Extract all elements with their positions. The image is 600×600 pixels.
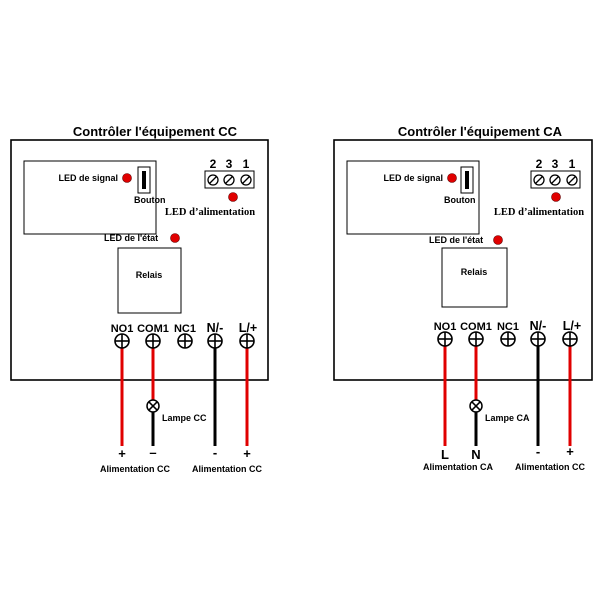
terminal-label-no1: NO1 xyxy=(434,321,457,333)
supply-right-label: Alimentation CC xyxy=(192,464,263,474)
led-power xyxy=(228,192,238,202)
led-power-label: LED d’alimentation xyxy=(494,207,584,218)
panel-dc: Contrôler l'équipement CC LED de signal … xyxy=(10,124,269,474)
led-signal xyxy=(122,173,132,183)
terminal-screw xyxy=(437,331,578,347)
terminal-label-l: L/+ xyxy=(563,319,581,333)
button-label: Bouton xyxy=(444,195,476,205)
led-state xyxy=(170,233,180,243)
sign-l: + xyxy=(566,444,574,459)
panel-title: Contrôler l'équipement CC xyxy=(73,124,238,139)
terminal-label-nc1: NC1 xyxy=(497,321,519,333)
led-state xyxy=(493,235,503,245)
led-state-label: LED de l'état xyxy=(104,233,158,243)
relay xyxy=(117,247,182,314)
lamp-label: Lampe CA xyxy=(485,413,530,423)
terminal-label-l: L/+ xyxy=(239,321,257,335)
button-label: Bouton xyxy=(134,195,166,205)
relay-label: Relais xyxy=(136,270,163,280)
lamp-label: Lampe CC xyxy=(162,413,207,423)
relay-label: Relais xyxy=(461,267,488,277)
led-signal-label: LED de signal xyxy=(58,173,118,183)
pin-screw xyxy=(207,174,252,186)
led-state-label: LED de l'état xyxy=(429,235,483,245)
lamp-icon xyxy=(469,399,483,413)
led-signal xyxy=(447,173,457,183)
sign-com1: N xyxy=(471,447,480,462)
led-power-label: LED d’alimentation xyxy=(165,207,255,218)
pin-label-2: 2 xyxy=(210,157,217,171)
sign-no1: + xyxy=(118,446,126,461)
supply-left-label: Alimentation CA xyxy=(423,462,494,472)
sign-n: - xyxy=(536,444,540,459)
pin-label-1: 1 xyxy=(243,157,250,171)
pin-label-1: 1 xyxy=(569,157,576,171)
sign-com1: – xyxy=(149,445,156,460)
pin-label-2: 2 xyxy=(536,157,543,171)
terminal-label-n: N/- xyxy=(207,321,224,335)
receiver-module xyxy=(346,160,480,235)
receiver-module xyxy=(23,160,157,235)
sign-n: - xyxy=(213,445,217,460)
panel-ac: Contrôler l'équipement CA LED de signal … xyxy=(333,124,593,472)
button[interactable] xyxy=(465,171,469,189)
pin-screw xyxy=(533,174,578,186)
terminal-label-nc1: NC1 xyxy=(174,323,196,335)
relay xyxy=(441,247,508,308)
button[interactable] xyxy=(142,171,146,189)
terminal-label-no1: NO1 xyxy=(111,323,134,335)
led-signal-label: LED de signal xyxy=(383,173,443,183)
pin-label-3: 3 xyxy=(226,157,233,171)
panel-title: Contrôler l'équipement CA xyxy=(398,124,563,139)
supply-right-label: Alimentation CC xyxy=(515,462,586,472)
terminal-label-com1: COM1 xyxy=(137,323,169,335)
sign-l: + xyxy=(243,446,251,461)
lamp-icon xyxy=(146,399,160,413)
terminal-label-n: N/- xyxy=(530,319,547,333)
terminal-label-com1: COM1 xyxy=(460,321,492,333)
pin-label-3: 3 xyxy=(552,157,559,171)
sign-no1: L xyxy=(441,447,449,462)
terminal-screw xyxy=(114,333,255,349)
led-power xyxy=(551,192,561,202)
supply-left-label: Alimentation CC xyxy=(100,464,171,474)
